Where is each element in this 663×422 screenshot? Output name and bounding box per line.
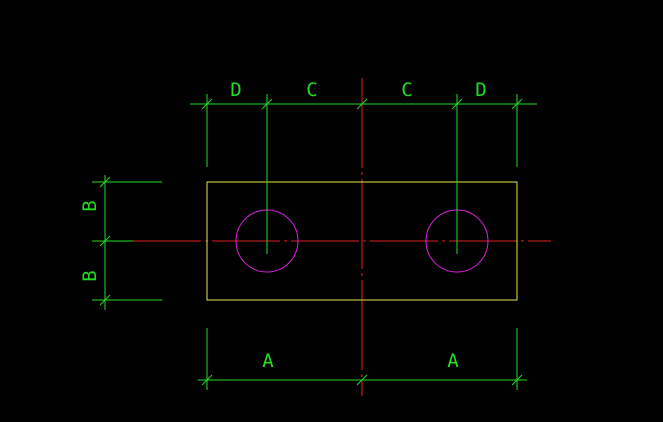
top-tick-1 [201,98,213,110]
label-a-left: A [262,350,274,372]
left-tick-2 [99,235,111,247]
label-d-left: D [230,79,241,101]
top-tick-4 [451,98,463,110]
label-c-left: C [306,79,317,101]
centerlines [133,78,551,396]
plate-outline [206,181,518,301]
left-tick-1 [99,176,111,188]
label-a-right: A [447,350,459,372]
label-b-top: B [79,200,101,211]
top-tick-3 [356,98,368,110]
label-b-bottom: B [79,270,101,281]
top-tick-2 [261,98,273,110]
bottom-tick-1 [201,374,213,386]
bottom-tick-3 [511,374,523,386]
dimension-labels: D C C D B B A A [79,79,487,372]
bottom-tick-2 [356,374,368,386]
dimension-lines [92,94,537,390]
left-tick-3 [99,294,111,306]
label-c-right: C [401,79,412,101]
label-d-right: D [475,79,486,101]
top-tick-5 [511,98,523,110]
